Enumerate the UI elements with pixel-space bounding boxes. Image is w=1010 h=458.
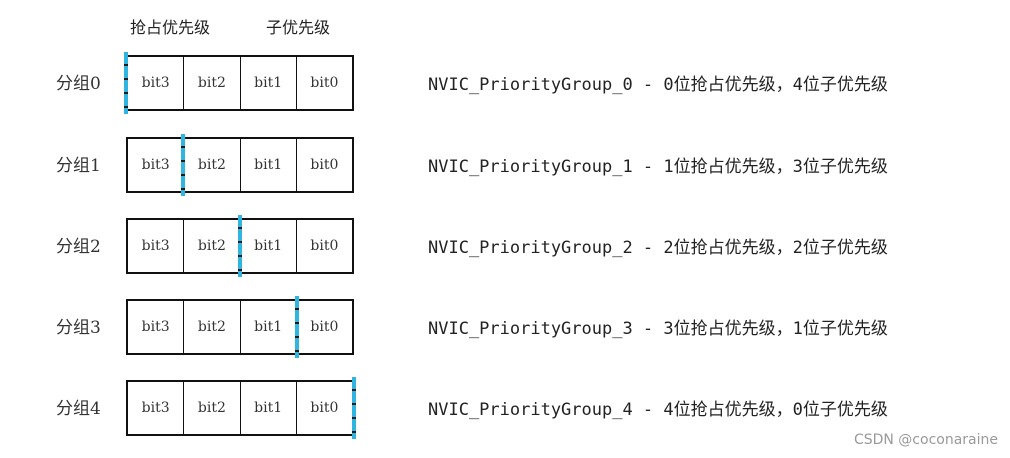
bit-cell-0: bit0 [295, 220, 352, 272]
priority-group-row-2: 分组2 bit3 bit2 bit1 bit0 NVIC_PriorityGro… [0, 215, 1010, 278]
bit-cell-1: bit1 [239, 382, 296, 434]
group-split-divider [238, 215, 242, 277]
preemption-priority-header: 抢占优先级 [130, 18, 211, 37]
bit-cell-0: bit0 [295, 301, 352, 353]
bit-cell-0: bit0 [295, 382, 352, 434]
bit-cell-1: bit1 [239, 139, 296, 191]
bit-cell-2: bit2 [183, 382, 239, 434]
bit-cell-3: bit3 [141, 319, 170, 335]
bit-register: bit3 bit2 bit1 bit0 [126, 380, 354, 436]
group-split-divider [124, 52, 128, 114]
group-label: 分组3 [56, 318, 101, 338]
group-description: NVIC_PriorityGroup_0 - 0位抢占优先级，4位子优先级 [428, 75, 888, 95]
bit-cell-1: bit1 [239, 57, 296, 109]
watermark: CSDN @coconaraine [853, 432, 998, 448]
bit-cell-2: bit2 [183, 139, 239, 191]
bit-register: bit3 bit2 bit1 bit0 [126, 137, 354, 193]
group-description: NVIC_PriorityGroup_3 - 3位抢占优先级，1位子优先级 [428, 319, 888, 339]
bit-cell-3: bit3 [141, 75, 170, 91]
priority-group-row-3: 分组3 bit3 bit2 bit1 bit0 NVIC_PriorityGro… [0, 296, 1010, 359]
bit-register: bit3 bit2 bit1 bit0 [126, 55, 354, 111]
bit-cell-2: bit2 [183, 220, 239, 272]
bit-cell-2: bit2 [183, 301, 239, 353]
group-description: NVIC_PriorityGroup_4 - 4位抢占优先级，0位子优先级 [428, 400, 888, 420]
bit-cell-1: bit1 [239, 220, 296, 272]
priority-group-row-4: 分组4 bit3 bit2 bit1 bit0 NVIC_PriorityGro… [0, 377, 1010, 440]
bit-cell-3: bit3 [141, 400, 170, 416]
group-label: 分组4 [56, 399, 101, 419]
subpriority-header: 子优先级 [266, 18, 331, 37]
group-label: 分组0 [56, 74, 101, 94]
bit-cell-1: bit1 [239, 301, 296, 353]
bit-register: bit3 bit2 bit1 bit0 [126, 299, 354, 355]
bit-cell-3: bit3 [141, 238, 170, 254]
group-split-divider [352, 377, 356, 439]
bit-cell-0: bit0 [295, 139, 352, 191]
group-description: NVIC_PriorityGroup_1 - 1位抢占优先级，3位子优先级 [428, 157, 888, 177]
priority-group-row-0: 分组0 bit3 bit2 bit1 bit0 NVIC_PriorityGro… [0, 52, 1010, 115]
group-description: NVIC_PriorityGroup_2 - 2位抢占优先级，2位子优先级 [428, 238, 888, 258]
bit-cell-3: bit3 [141, 157, 170, 173]
group-label: 分组2 [56, 237, 101, 257]
priority-group-row-1: 分组1 bit3 bit2 bit1 bit0 NVIC_PriorityGro… [0, 134, 1010, 197]
bit-cell-0: bit0 [295, 57, 352, 109]
group-split-divider [181, 134, 185, 196]
bit-cell-2: bit2 [183, 57, 239, 109]
group-label: 分组1 [56, 156, 101, 176]
group-split-divider [295, 296, 299, 358]
